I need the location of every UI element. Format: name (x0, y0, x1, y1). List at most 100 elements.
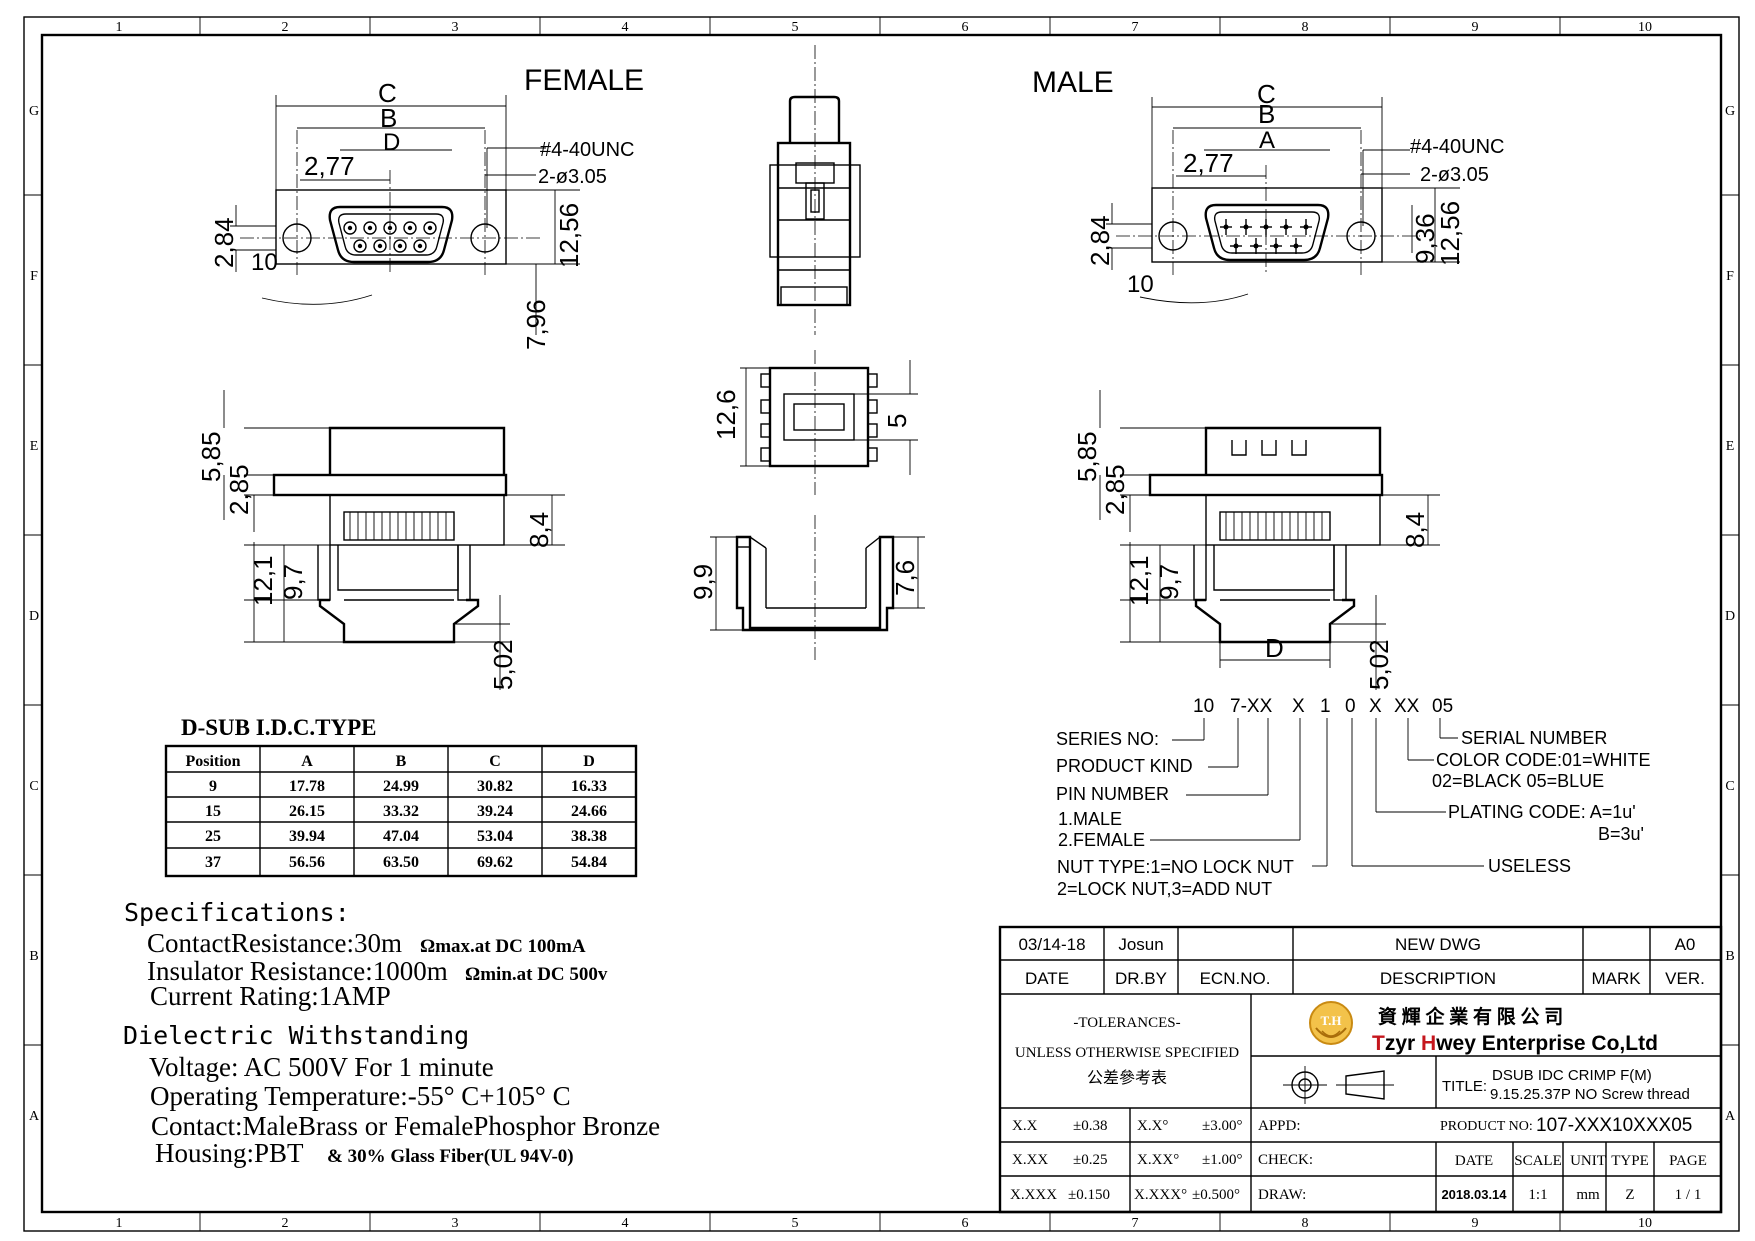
rev-version: A0 (1675, 935, 1696, 954)
rev-drawn-by: Josun (1118, 935, 1163, 954)
col-header: DESCRIPTION (1380, 969, 1496, 988)
company-logo-icon: T.H (1309, 1001, 1353, 1045)
thread-callout: #4-40UNC (1410, 136, 1504, 158)
dim-label: 8,4 (1400, 512, 1430, 548)
col-header: TYPE (1611, 1153, 1649, 1169)
title-block: 03/14-18 Josun NEW DWG A0 DATE DR.BY ECN… (998, 925, 1723, 1214)
type-value: Z (1625, 1187, 1634, 1203)
code-label: PIN NUMBER (1056, 784, 1169, 804)
grid-row-label: F (1726, 269, 1734, 284)
dim-label: 7,6 (890, 560, 920, 596)
specs-heading: Specifications: (124, 898, 350, 927)
table-cell: 63.50 (383, 854, 419, 871)
dim-label: 9,9 (688, 564, 718, 600)
table-cell: 15 (205, 803, 221, 820)
dim-label: 12,6 (711, 389, 741, 440)
grid-row-label: A (1725, 1109, 1736, 1124)
dim-label: 12,56 (1435, 201, 1465, 266)
tolerance-title: -TOLERANCES- (1073, 1015, 1180, 1031)
dim-label: 5,85 (1072, 431, 1102, 482)
spec-line-suffix: & 30% Glass Fiber(UL 94V-0) (327, 1146, 574, 1167)
dimension-table: D-SUB I.D.C.TYPE Position A B C D 9 17.7… (164, 715, 638, 878)
grid-col-label: 8 (1302, 1216, 1309, 1231)
thread-callout: #4-40UNC (540, 139, 634, 161)
col-header: VER. (1665, 969, 1705, 988)
spec-line: ContactResistance:30m (147, 928, 402, 958)
draw-label: DRAW: (1258, 1187, 1306, 1203)
part-code-breakdown: 10 7-XX X 1 0 X XX 05 SERIES NO: PRODUCT… (1056, 696, 1651, 899)
code-label: USELESS (1488, 856, 1571, 876)
dim-label: 12,1 (1124, 555, 1154, 606)
dim-label: A (1259, 127, 1275, 154)
grid-col-label: 4 (622, 20, 629, 35)
grid-col-label: 1 (116, 20, 123, 35)
table-cell: 38.38 (571, 828, 607, 845)
code-segment: XX (1394, 696, 1420, 717)
code-segment: 10 (1193, 696, 1214, 717)
tolerance-cell: ±0.25 (1073, 1152, 1107, 1168)
code-segment: 0 (1345, 696, 1356, 717)
grid-row-label: G (29, 104, 39, 119)
dim-label: 2,77 (1183, 148, 1234, 178)
grid-row-label: C (29, 779, 38, 794)
sheet-frame: 1 2 3 4 5 6 7 8 9 10 1 2 3 4 5 6 7 8 9 1… (23, 16, 1740, 1232)
grid-row-label: D (29, 609, 39, 624)
dim-label: C (1257, 79, 1276, 109)
dim-label: 5,02 (488, 639, 518, 690)
dim-label: D (383, 129, 400, 156)
table-cell: 69.62 (477, 854, 513, 871)
male-view-title: MALE (1032, 66, 1114, 99)
product-no-label: PRODUCT NO: (1440, 1119, 1533, 1134)
code-label: B=3u' (1598, 824, 1644, 844)
svg-text:T.H: T.H (1320, 1013, 1341, 1028)
dim-label: 10 (251, 249, 278, 276)
dim-label: 9,7 (1154, 564, 1184, 600)
code-label: PLATING CODE: A=1u' (1448, 802, 1636, 822)
tolerance-cell: X.XX (1012, 1152, 1048, 1168)
grid-row-label: D (1725, 609, 1735, 624)
rev-description: NEW DWG (1395, 935, 1481, 954)
table-cell: 26.15 (289, 803, 325, 820)
table-cell: 39.24 (477, 803, 513, 820)
cap-side-view: 9,9 7,6 (688, 515, 925, 660)
code-label: SERIAL NUMBER (1461, 728, 1607, 748)
dim-label: 5 (882, 414, 912, 428)
dim-label: 8,4 (524, 512, 554, 548)
spec-subheading: Dielectric Withstanding (123, 1021, 469, 1050)
spec-line-suffix: Ωmax.at DC 100mA (420, 936, 586, 957)
dim-label: 2,77 (304, 151, 355, 181)
female-view-title: FEMALE (524, 64, 644, 97)
grid-row-label: A (29, 1109, 40, 1124)
male-front-view: C B A 2,77 #4-40UNC 2-ø3.05 10 2,84 9,36… (1085, 79, 1504, 304)
code-label: PRODUCT KIND (1056, 756, 1193, 776)
table-header-cell: Position (185, 753, 240, 770)
grid-col-label: 3 (452, 20, 459, 35)
table-cell: 24.99 (383, 778, 419, 795)
company-name-cn: 資 輝 企 業 有 限 公 司 (1378, 1005, 1563, 1028)
code-label: 2.FEMALE (1058, 830, 1145, 850)
table-header-cell: A (301, 753, 313, 770)
grid-col-label: 9 (1472, 20, 1479, 35)
tolerance-cell: X.XXX (1010, 1187, 1057, 1203)
dim-label: B (1258, 99, 1275, 129)
dim-label: 5,02 (1364, 639, 1394, 690)
grid-col-label: 10 (1638, 1216, 1652, 1231)
grid-row-label: B (29, 949, 38, 964)
col-header: MARK (1591, 969, 1641, 988)
company-name-en: Tzyr Hwey Enterprise Co,Ltd (1372, 1032, 1658, 1055)
grid-col-label: 8 (1302, 20, 1309, 35)
table-header-cell: C (489, 753, 501, 770)
date-value: 2018.03.14 (1441, 1187, 1507, 1202)
tolerance-cell: X.XXX° (1134, 1187, 1187, 1203)
projection-symbol-icon (1283, 1066, 1394, 1104)
scale-value: 1:1 (1528, 1187, 1547, 1203)
spec-line-suffix: Ωmin.at DC 500v (465, 964, 608, 985)
table-cell: 53.04 (477, 828, 513, 845)
dim-label: 9,7 (278, 564, 308, 600)
spec-line: Operating Temperature:-55° C+105° C (150, 1081, 571, 1111)
check-label: CHECK: (1258, 1152, 1313, 1168)
tolerance-cell: X.XX° (1137, 1152, 1179, 1168)
dim-label: 9,36 (1410, 213, 1440, 264)
code-label: COLOR CODE:01=WHITE (1436, 750, 1651, 770)
cap-top-view: 12,6 5 (711, 350, 918, 495)
